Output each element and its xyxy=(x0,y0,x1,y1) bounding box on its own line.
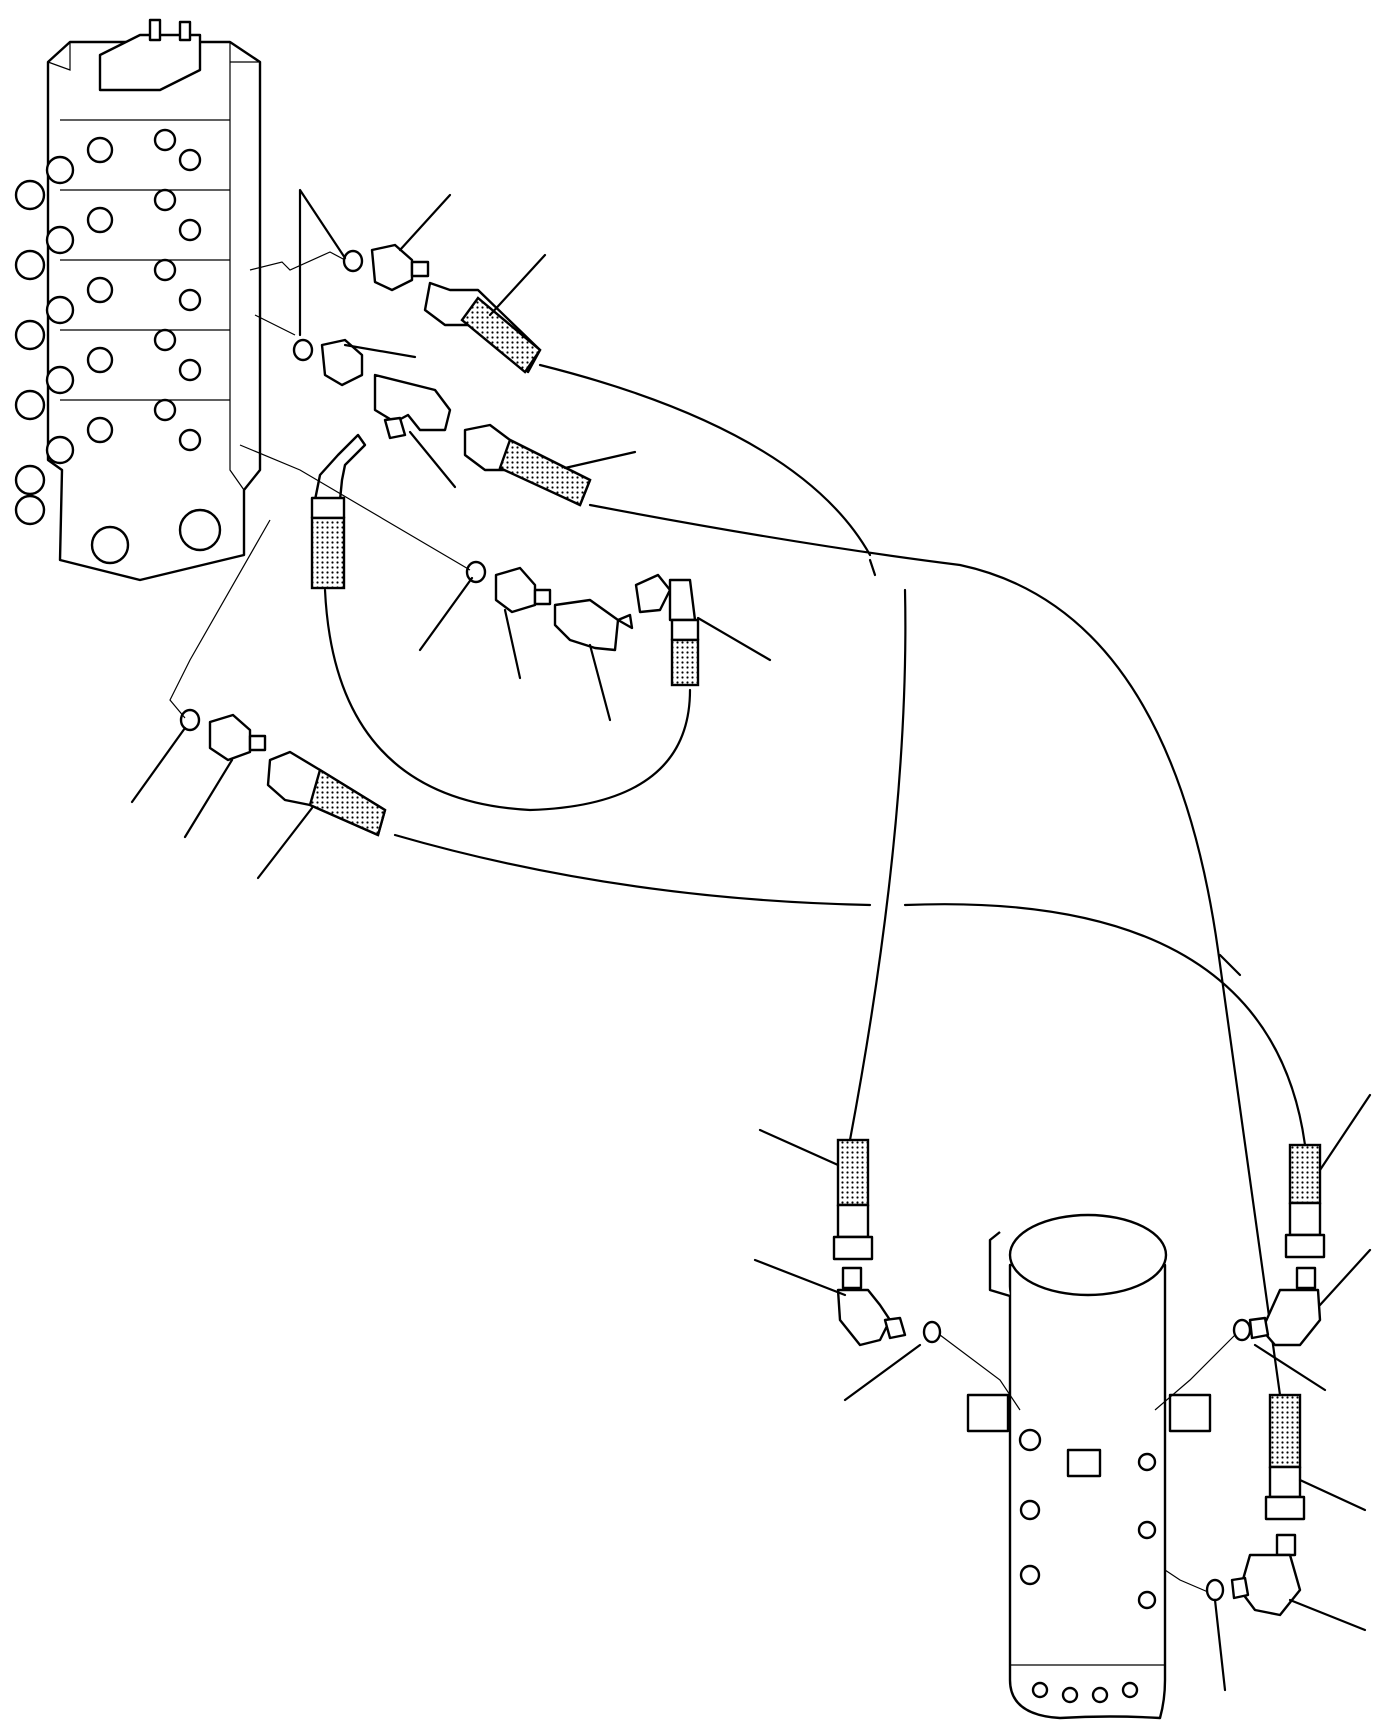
leader-line xyxy=(408,430,457,489)
leader-line xyxy=(1218,953,1242,977)
leader-line xyxy=(843,1343,922,1402)
leader-line xyxy=(130,726,187,804)
assembly-lines xyxy=(169,251,1236,1593)
fitting-group-upper xyxy=(292,243,592,590)
valve-spools xyxy=(14,136,130,565)
leader-line xyxy=(868,558,877,577)
leader-line xyxy=(1213,1598,1227,1692)
leader-line xyxy=(256,806,314,880)
leader-line xyxy=(758,1128,840,1167)
valve-ports xyxy=(153,128,222,552)
leader-line xyxy=(588,643,612,722)
leader-line xyxy=(1298,1478,1367,1512)
leader-line xyxy=(1318,1248,1372,1307)
leader-line xyxy=(298,188,347,337)
leader-line xyxy=(343,343,417,359)
leader-line xyxy=(1253,1343,1327,1392)
fitting-group-swivel xyxy=(832,1138,1326,1617)
leader-line xyxy=(488,253,547,317)
leader-line xyxy=(398,193,452,252)
control-valve-block xyxy=(14,18,262,582)
hose-lines xyxy=(323,363,1307,1397)
leader-lines xyxy=(130,188,1372,1692)
leader-line xyxy=(1288,1598,1367,1632)
leader-line xyxy=(563,450,637,470)
leader-line xyxy=(753,1258,847,1297)
fitting-group-lower xyxy=(179,708,387,837)
leader-line xyxy=(418,576,474,652)
leader-line xyxy=(1318,1093,1372,1172)
leader-line xyxy=(696,616,772,662)
fitting-group-middle xyxy=(465,560,700,687)
leader-line xyxy=(183,758,234,839)
swivel-joint xyxy=(966,1213,1212,1720)
leader-line xyxy=(503,608,522,680)
